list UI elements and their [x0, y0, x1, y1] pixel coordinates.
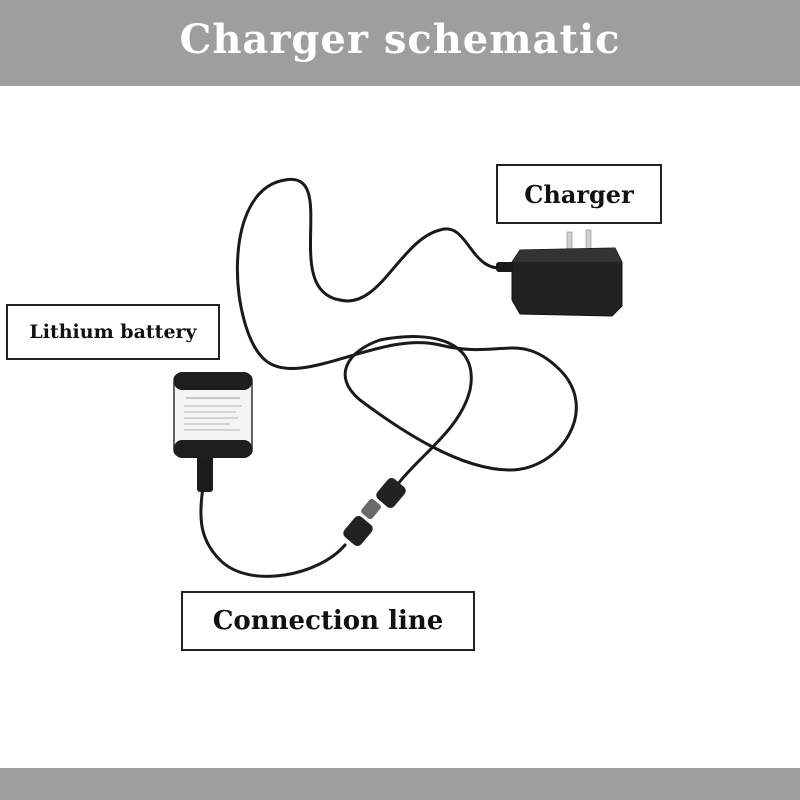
- charger-cable-to-connector: [378, 335, 473, 486]
- lithium-battery-icon: [173, 372, 253, 458]
- charger-cable: [236, 178, 578, 472]
- charger-adapter-icon: [496, 229, 623, 317]
- lithium-battery-label: Lithium battery: [6, 304, 220, 360]
- footer-banner: [0, 768, 800, 800]
- connection-line-label: Connection line: [181, 591, 475, 651]
- charger-diagram-illustration: [173, 178, 623, 578]
- cable-connector-icon: [343, 478, 406, 546]
- header-banner: Charger schematic: [0, 0, 800, 86]
- battery-plug: [197, 452, 213, 492]
- page-title: Charger schematic: [179, 15, 621, 63]
- charger-label: Charger: [496, 164, 662, 224]
- connection-cable: [199, 468, 347, 578]
